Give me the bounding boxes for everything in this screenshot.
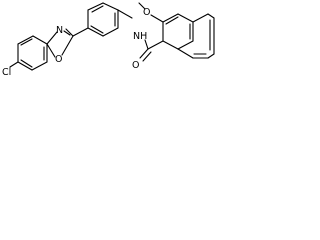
methoxy-oxygen-label: O: [143, 7, 150, 18]
chlorine-label: Cl: [2, 67, 11, 78]
carbonyl-oxygen-label: O: [132, 60, 139, 71]
oxazole-nitrogen-label: N: [56, 25, 63, 36]
amide-nh-label: NH: [133, 31, 147, 42]
bond-lines: [9, 2, 215, 71]
atom-labels: Cl N O NH O O: [2, 7, 150, 78]
oxazole-oxygen-label: O: [55, 54, 62, 65]
structure-diagram: Cl N O NH O O: [2, 2, 215, 78]
